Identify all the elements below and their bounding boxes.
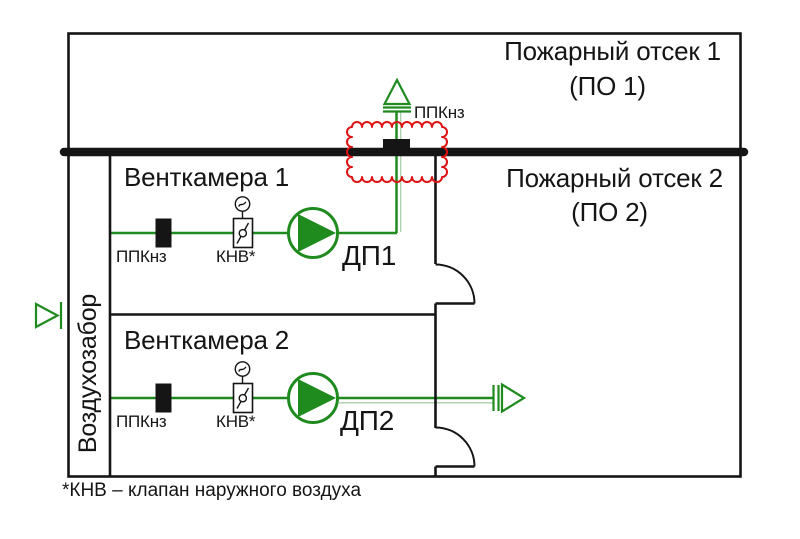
air-intake-shaft-label-text: Воздухозабор: [74, 293, 103, 454]
compartment2-code: (ПО 2): [571, 197, 648, 227]
fire-damper-2-label: ППКнз: [116, 412, 167, 431]
compartment1-code: (ПО 1): [569, 71, 646, 101]
fan-dp1: [287, 207, 339, 259]
air-intake-shaft-label: Воздухозабор: [68, 270, 110, 477]
compartment2-title: Пожарный отсек 2: [506, 163, 723, 193]
building-outline: [67, 32, 742, 478]
outdoor-air-valve-1-label: КНВ*: [216, 247, 256, 266]
fan-dp1-impeller: [298, 214, 336, 252]
footnote: *КНВ – клапан наружного воздуха: [62, 480, 362, 501]
ventroom2-title: Венткамера 2: [124, 325, 290, 355]
revision-cloud-icon: [346, 121, 448, 183]
exhaust-outlet-icon: [382, 77, 412, 106]
outdoor-air-valve-2-label: КНВ*: [216, 412, 256, 431]
outdoor-air-valve-2: [232, 361, 254, 414]
compartment1-title: Пожарный отсек 1: [504, 36, 721, 66]
roof-fire-damper-icon: [383, 139, 410, 150]
fire-damper-1-label: ППКнз: [116, 247, 167, 266]
fire-damper-1-icon: [155, 218, 172, 248]
air-intake-icon: [34, 302, 60, 329]
fan-dp2: [287, 372, 339, 424]
fan-dp2-impeller: [298, 379, 336, 417]
supply-outlet-icon: [500, 382, 527, 414]
valve1-blade-pivot: [238, 228, 248, 238]
outdoor-air-valve-1: [232, 196, 254, 249]
valve2-blade-pivot: [238, 393, 248, 403]
roof-fire-damper-label: ППКнз: [414, 103, 465, 122]
valve2-actuator-glyph: [238, 366, 247, 372]
fire-damper-2-icon: [155, 383, 172, 413]
fan-dp1-label: ДП1: [342, 240, 397, 271]
door-2-swing-arc: [435, 426, 476, 467]
valve1-actuator-glyph: [238, 201, 247, 207]
ventroom1-title: Венткамера 1: [124, 162, 290, 192]
door-1-swing-arc: [435, 263, 476, 304]
fan-dp2-label: ДП2: [340, 405, 395, 436]
